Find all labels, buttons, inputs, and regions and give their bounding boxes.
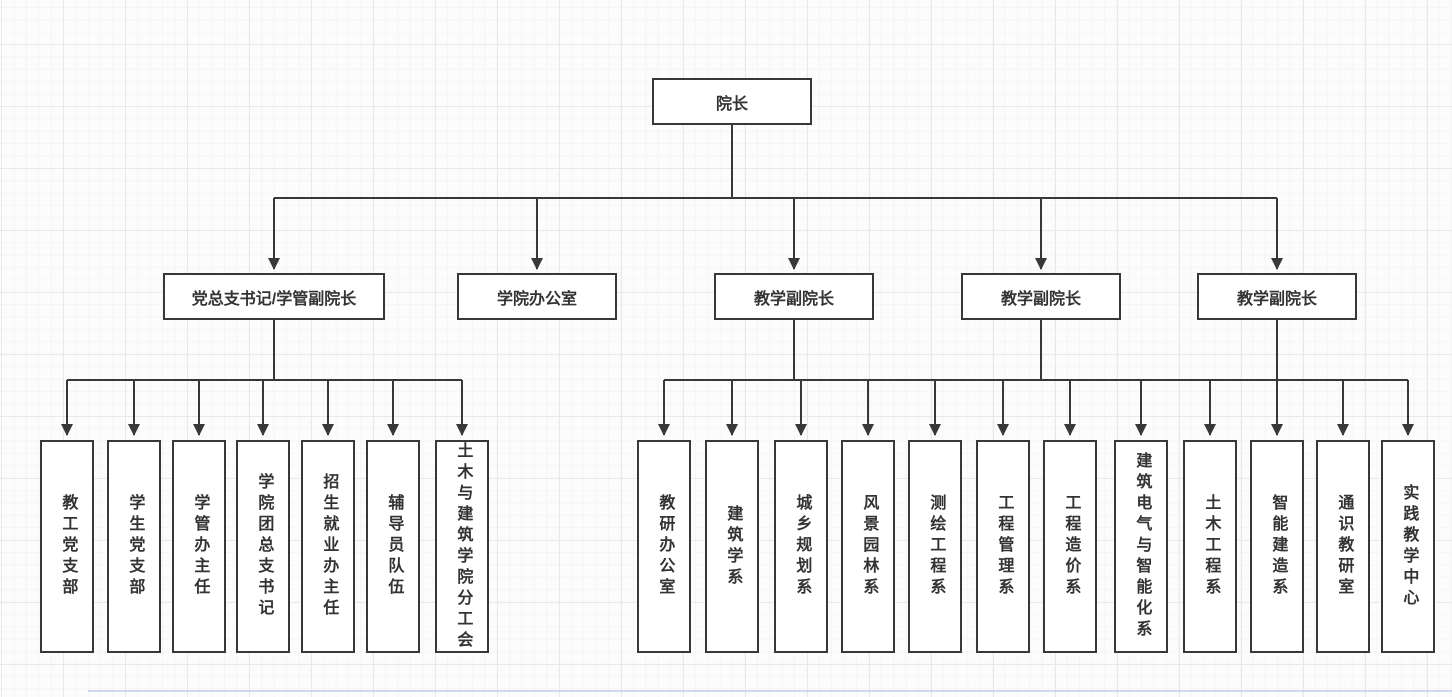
node-label: 工程管理系 [995, 494, 1013, 599]
node-label: 教学副院长 [753, 290, 834, 308]
node-label: 风景园林系 [860, 494, 878, 599]
node-label: 实践教学中心 [1400, 483, 1418, 610]
node-label: 通识教研室 [1335, 494, 1353, 599]
node-label: 学院办公室 [496, 290, 577, 308]
node-party-secretary-vice-dean[interactable]: 党总支书记/学管副院长 [163, 273, 385, 320]
node-engineering-management-dept[interactable]: 工程管理系 [976, 440, 1030, 653]
node-label: 辅导员队伍 [385, 494, 403, 599]
node-label: 学院团总支书记 [255, 473, 273, 620]
node-teaching-research-office[interactable]: 教研办公室 [637, 440, 691, 653]
node-dean[interactable]: 院长 [652, 78, 812, 125]
node-student-affairs-director[interactable]: 学管办主任 [172, 440, 226, 653]
node-surveying-engineering-dept[interactable]: 测绘工程系 [908, 440, 962, 653]
node-label: 土木工程系 [1202, 494, 1220, 599]
page-boundary-line [88, 690, 1452, 692]
node-college-office[interactable]: 学院办公室 [457, 273, 617, 320]
node-youth-league-secretary[interactable]: 学院团总支书记 [236, 440, 290, 653]
node-label: 教学副院长 [1236, 290, 1317, 308]
node-teaching-vice-dean-3[interactable]: 教学副院长 [1197, 273, 1357, 320]
node-landscape-architecture-dept[interactable]: 风景园林系 [841, 440, 895, 653]
node-civil-engineering-dept[interactable]: 土木工程系 [1183, 440, 1237, 653]
node-label: 建筑学系 [724, 504, 742, 589]
node-college-union-branch[interactable]: 土木与建筑学院分工会 [435, 440, 489, 653]
node-intelligent-construction-dept[interactable]: 智能建造系 [1250, 440, 1304, 653]
node-practice-teaching-center[interactable]: 实践教学中心 [1381, 440, 1435, 653]
node-label: 城乡规划系 [793, 494, 811, 599]
node-architecture-dept[interactable]: 建筑学系 [705, 440, 759, 653]
node-label: 工程造价系 [1062, 494, 1080, 599]
node-teaching-vice-dean-1[interactable]: 教学副院长 [714, 273, 874, 320]
node-label: 党总支书记/学管副院长 [191, 290, 357, 308]
node-label: 学管办主任 [191, 494, 209, 599]
node-label: 教研办公室 [656, 494, 674, 599]
node-label: 教工党支部 [59, 494, 77, 599]
node-student-party-branch[interactable]: 学生党支部 [107, 440, 161, 653]
node-engineering-cost-dept[interactable]: 工程造价系 [1043, 440, 1097, 653]
node-label: 招生就业办主任 [320, 473, 338, 620]
node-teaching-vice-dean-2[interactable]: 教学副院长 [961, 273, 1121, 320]
node-label: 土木与建筑学院分工会 [454, 441, 472, 652]
node-counselor-team[interactable]: 辅导员队伍 [366, 440, 420, 653]
node-building-electrical-dept[interactable]: 建筑电气与智能化系 [1114, 440, 1168, 653]
node-label: 智能建造系 [1269, 494, 1287, 599]
node-general-education-office[interactable]: 通识教研室 [1316, 440, 1370, 653]
node-dean-label: 院长 [715, 95, 748, 113]
node-label: 教学副院长 [1000, 290, 1081, 308]
node-label: 建筑电气与智能化系 [1133, 452, 1151, 641]
node-urban-rural-planning-dept[interactable]: 城乡规划系 [774, 440, 828, 653]
node-label: 测绘工程系 [927, 494, 945, 599]
node-admissions-employment-director[interactable]: 招生就业办主任 [301, 440, 355, 653]
node-faculty-party-branch[interactable]: 教工党支部 [40, 440, 94, 653]
node-label: 学生党支部 [126, 494, 144, 599]
